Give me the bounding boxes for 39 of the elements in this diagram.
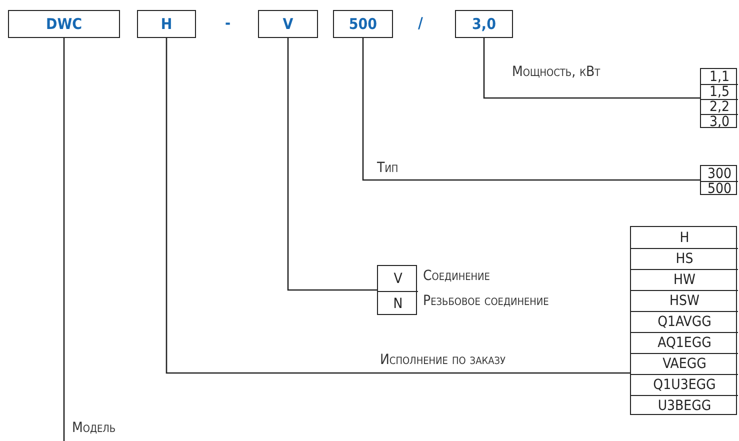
code-table <box>377 265 417 315</box>
edge-label: Исполнение по заказу <box>380 352 506 368</box>
option-code: N <box>378 291 418 316</box>
code-box: DWC <box>8 10 120 38</box>
code-box: 3,0 <box>455 10 513 38</box>
option-code: Q1U3EGG <box>631 374 738 395</box>
option-code: H <box>631 227 738 248</box>
leader-line <box>166 38 630 374</box>
option-code: 1,5 <box>701 84 738 99</box>
edge-label: Модель <box>72 420 116 436</box>
separator-mark: - <box>225 14 231 32</box>
option-code: 2,2 <box>701 99 738 114</box>
edge-label: Мощность, кВт <box>512 64 600 80</box>
option-code: U3BEGG <box>631 395 738 416</box>
leader-line <box>287 38 377 291</box>
edge-label: Тип <box>377 160 398 176</box>
option-code: HS <box>631 248 738 269</box>
leader-line <box>63 38 65 441</box>
code-table <box>700 165 737 195</box>
option-description: Резьбовое соединение <box>423 293 549 309</box>
option-code: 1,1 <box>701 69 738 84</box>
option-code: AQ1EGG <box>631 332 738 353</box>
option-code: Q1AVGG <box>631 311 738 332</box>
leader-line <box>362 38 700 181</box>
option-code: V <box>378 266 418 291</box>
code-table <box>630 226 737 415</box>
option-code: 300 <box>701 166 738 181</box>
code-box: H <box>137 10 196 38</box>
option-code: 3,0 <box>701 114 738 129</box>
separator-mark: / <box>418 14 423 32</box>
leader-line <box>483 38 700 99</box>
option-code: VAEGG <box>631 353 738 374</box>
option-code: HW <box>631 269 738 290</box>
code-box: V <box>258 10 318 38</box>
code-box: 500 <box>333 10 393 38</box>
option-description: Соединение <box>423 268 490 284</box>
option-code: 500 <box>701 181 738 196</box>
code-table <box>700 68 737 128</box>
option-code: HSW <box>631 290 738 311</box>
